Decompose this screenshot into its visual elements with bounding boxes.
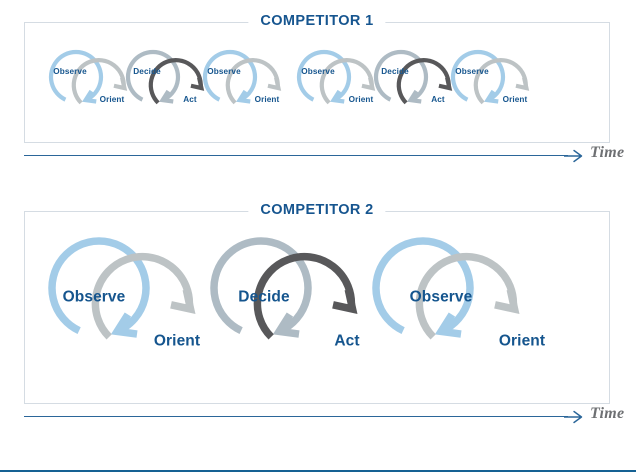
arc-label-orient: Orient: [254, 94, 280, 104]
arc-label-decide: Decide: [133, 66, 161, 76]
ooda-arc-decide: [373, 49, 429, 104]
arc-label-observe: Observe: [301, 66, 335, 76]
arc-arrowhead-icon: [236, 89, 251, 104]
arc-stroke: [225, 58, 280, 105]
ooda-arc-observe: [48, 237, 150, 338]
ooda-arc-decide: [210, 237, 312, 338]
time-axis-label: Time: [590, 144, 625, 161]
arc-stroke: [373, 49, 429, 102]
arc-stroke: [396, 58, 451, 105]
arc-stroke: [48, 49, 104, 102]
arc-stroke: [253, 252, 356, 340]
arc-arrowhead-icon: [170, 288, 196, 315]
arc-label-decide: Decide: [381, 66, 409, 76]
ooda-arcs-competitor-2: [48, 237, 520, 340]
ooda-arc-orient: [319, 58, 376, 105]
time-axis-line: [24, 416, 568, 417]
arc-stroke: [48, 237, 150, 334]
time-arrow-icon: [564, 149, 583, 163]
arc-label-act: Act: [334, 332, 360, 350]
arc-label-orient: Orient: [502, 94, 528, 104]
arc-stroke: [148, 58, 203, 105]
ooda-arc-orient: [91, 252, 196, 340]
arc-label-orient: Orient: [498, 332, 546, 350]
arc-arrowhead-icon: [110, 312, 138, 338]
panel-competitor-2: COMPETITOR 2: [24, 202, 610, 404]
arc-label-decide: Decide: [238, 288, 290, 306]
ooda-arc-act: [253, 252, 358, 340]
arc-stroke: [319, 58, 374, 105]
arc-label-observe: Observe: [409, 288, 473, 306]
ooda-arc-observe: [48, 49, 104, 104]
time-axis-competitor-2: Time: [24, 405, 624, 427]
arc-arrowhead-icon: [484, 89, 499, 104]
panel-competitor-1: COMPETITOR 1: [24, 13, 610, 143]
ooda-arc-orient: [415, 252, 520, 340]
arc-stroke: [473, 58, 528, 105]
arc-arrowhead-icon: [515, 77, 530, 91]
ooda-arc-orient: [473, 58, 530, 105]
ooda-arc-orient: [71, 58, 128, 105]
panel-title-competitor-1: COMPETITOR 1: [248, 13, 386, 29]
arc-label-act: Act: [431, 94, 445, 104]
arc-stroke: [372, 237, 474, 334]
arc-stroke: [71, 58, 126, 105]
ooda-arc-decide: [125, 49, 181, 104]
arc-label-act: Act: [183, 94, 197, 104]
arc-arrowhead-icon: [267, 77, 282, 91]
arc-stroke: [210, 237, 312, 334]
arc-label-orient: Orient: [153, 332, 201, 350]
arc-arrowhead-icon: [407, 89, 422, 104]
arc-stroke: [415, 252, 518, 340]
arc-label-orient: Orient: [99, 94, 125, 104]
arc-label-orient: Orient: [348, 94, 374, 104]
arc-arrowhead-icon: [82, 89, 97, 104]
ooda-arc-orient: [225, 58, 282, 105]
arc-stroke: [296, 49, 352, 102]
arc-arrowhead-icon: [190, 77, 205, 91]
arc-stroke: [450, 49, 506, 102]
arc-label-observe: Observe: [455, 66, 489, 76]
arc-stroke: [202, 49, 258, 102]
bottom-rule: [0, 470, 636, 472]
ooda-arc-act: [396, 58, 453, 105]
arc-arrowhead-icon: [361, 77, 376, 91]
arc-arrowhead-icon: [438, 77, 453, 91]
arc-stroke: [91, 252, 194, 340]
arc-arrowhead-icon: [330, 89, 345, 104]
ooda-arc-observe: [450, 49, 506, 104]
arc-arrowhead-icon: [272, 312, 300, 338]
arc-arrowhead-icon: [332, 288, 358, 315]
time-arrow-icon: [564, 410, 583, 424]
time-axis-competitor-1: Time: [24, 144, 624, 166]
arc-stroke: [125, 49, 181, 102]
arc-label-observe: Observe: [53, 66, 87, 76]
time-axis-line: [24, 155, 568, 156]
ooda-arc-observe: [296, 49, 352, 104]
arc-label-observe: Observe: [207, 66, 241, 76]
arc-arrowhead-icon: [494, 288, 520, 315]
ooda-arc-observe: [202, 49, 258, 104]
ooda-arc-act: [148, 58, 205, 105]
arc-arrowhead-icon: [159, 89, 174, 104]
arc-arrowhead-icon: [113, 77, 128, 91]
ooda-arc-observe: [372, 237, 474, 338]
panel-title-competitor-2: COMPETITOR 2: [248, 202, 386, 218]
arc-arrowhead-icon: [434, 312, 462, 338]
arc-label-observe: Observe: [62, 288, 126, 306]
ooda-arcs-competitor-1: [48, 49, 530, 105]
time-axis-label: Time: [590, 405, 625, 422]
